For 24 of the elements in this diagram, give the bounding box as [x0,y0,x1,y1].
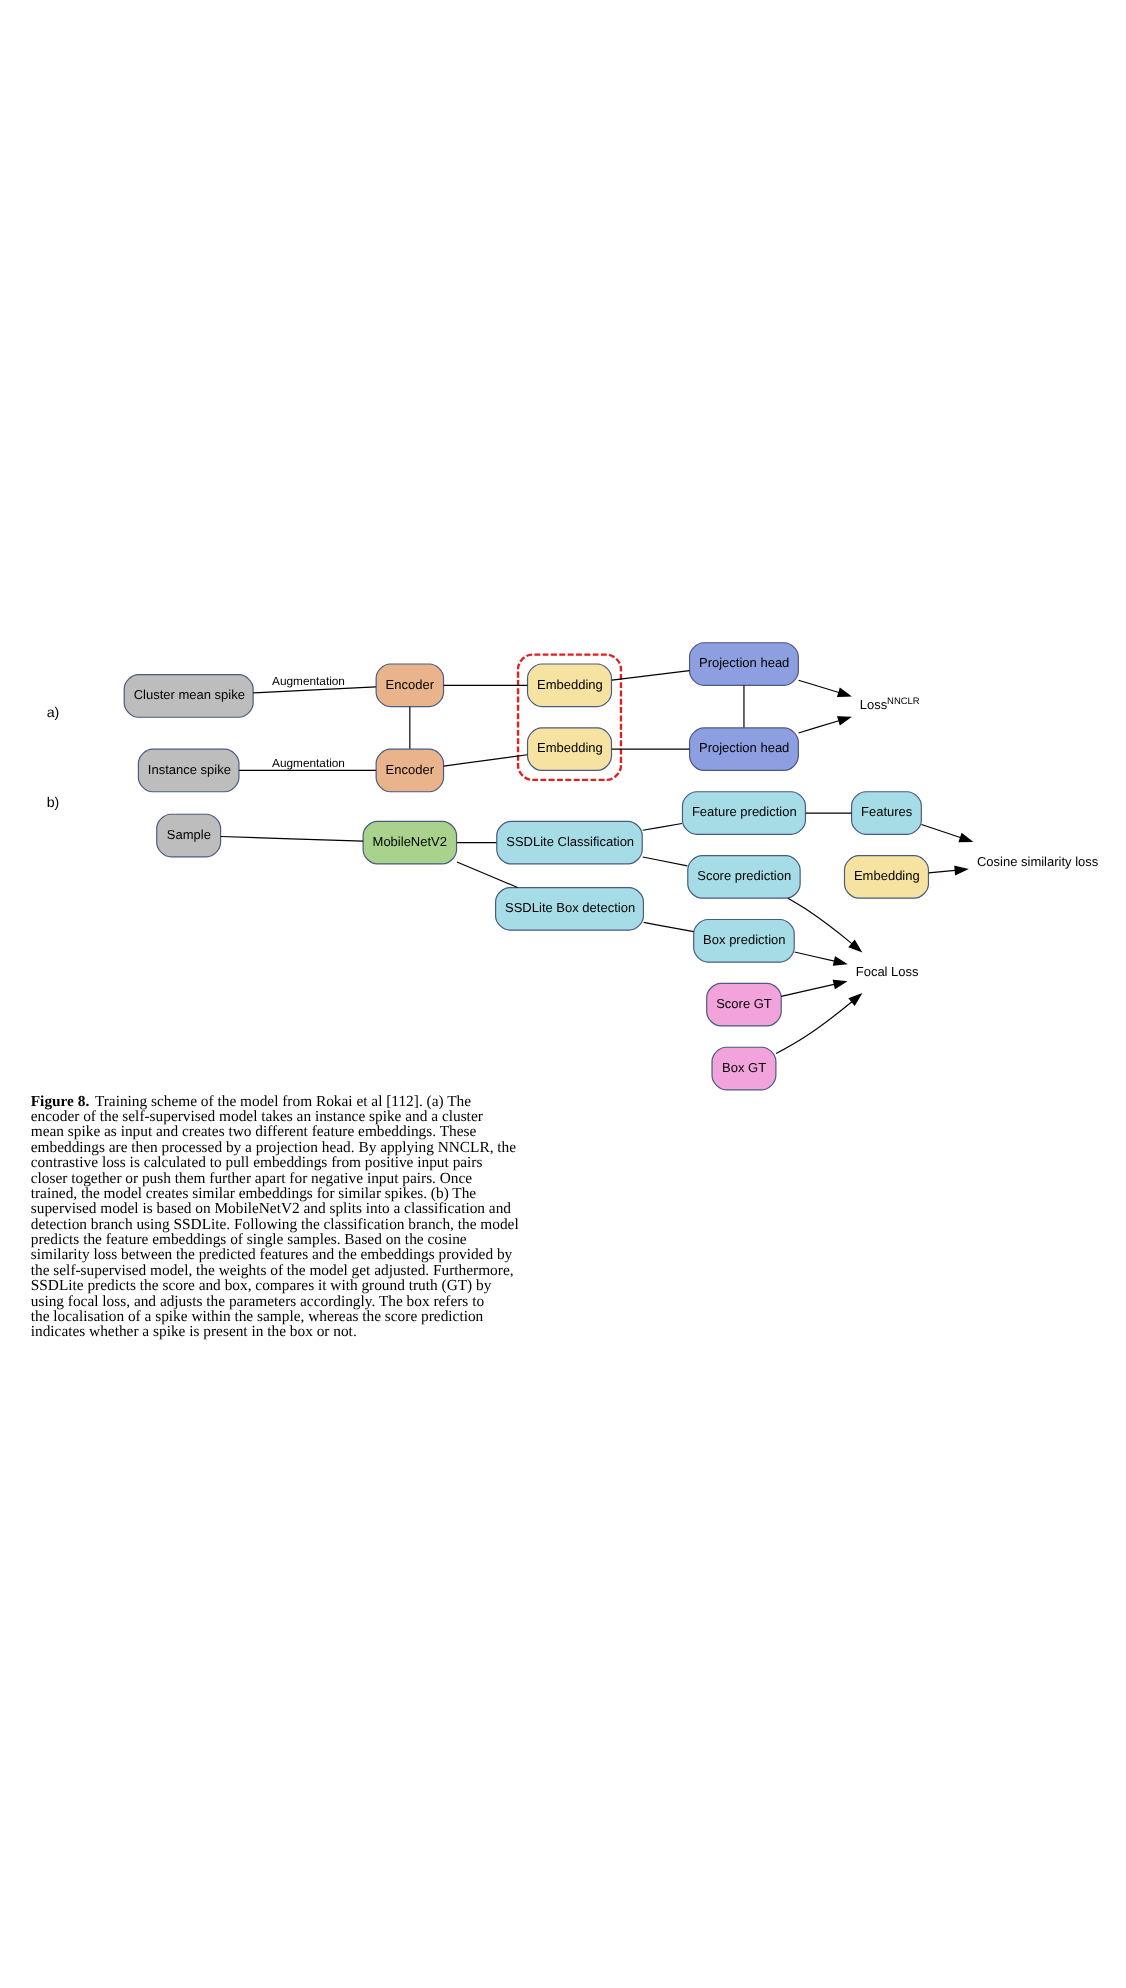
arrow [797,679,852,698]
connector [443,754,528,767]
connector [456,861,519,889]
connector [456,842,497,844]
connector [443,684,528,686]
connector [611,748,691,750]
arrow [793,951,848,966]
arrow [780,979,848,997]
arrow [920,823,974,843]
connector [642,822,683,831]
arrow [928,865,969,876]
connector [238,769,377,772]
cluster [516,653,623,782]
connector [743,684,745,729]
connector [642,856,688,867]
connector [409,706,411,750]
arrow [775,992,863,1055]
connector [805,812,853,814]
connector [252,686,377,694]
arrow [797,716,852,734]
connector [611,670,691,681]
connector [643,921,695,933]
connector [220,835,364,842]
arrow [787,897,863,953]
